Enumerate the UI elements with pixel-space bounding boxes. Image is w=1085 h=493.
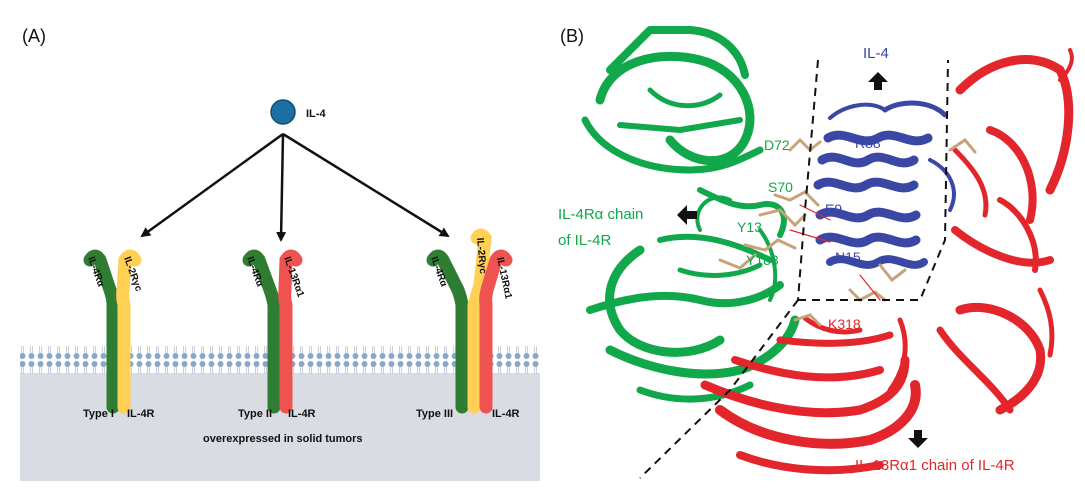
receptor-type-i: IL-4Rα IL-2Rγc Type I IL-4R (83, 249, 155, 420)
residue-s70: S70 (768, 179, 793, 195)
il4ra-direction-arrow-icon (677, 205, 697, 225)
il13ra1-direction-arrow-icon (908, 430, 928, 448)
type-iii-chain-label-2: IL-2Rγc (474, 237, 488, 274)
type-i-type-label: Type I (83, 408, 114, 420)
type-iii-chain-il13ra1 (479, 249, 513, 414)
panel-a-label: (A) (22, 26, 46, 46)
type-i-receptor-label: IL-4R (127, 408, 155, 420)
residue-y183: Y183 (746, 252, 779, 268)
il4ra-structure-label-line2: of IL-4R (558, 232, 612, 249)
il4-ligand-label: IL-4 (306, 108, 326, 120)
arrow-to-type-i (140, 132, 284, 238)
il4-structure-label: IL-4 (863, 45, 889, 62)
il4-ligand-circle (270, 99, 296, 125)
residue-n15: N15 (835, 249, 861, 265)
panel-a: (A) IL-4 IL-4Rα IL-2Rγc Type I IL-4R IL-… (20, 26, 540, 481)
type-ii-chain-il4ra (242, 249, 281, 414)
il4-structure (813, 100, 956, 269)
type-ii-receptor-label: IL-4R (288, 408, 316, 420)
residue-y13: Y13 (737, 219, 762, 235)
il13ra1-chain-structure (700, 48, 1074, 475)
residue-r88: R88 (855, 135, 881, 151)
arrow-to-type-ii (276, 133, 287, 242)
il13ra1-structure-label: IL-13Rα1 chain of IL-4R (855, 457, 1015, 474)
boundary-lines (639, 59, 949, 479)
type-i-chain-il4ra (83, 249, 120, 414)
panel-b-label: (B) (560, 26, 584, 46)
interface-residues (718, 137, 977, 327)
panel-b: (B) (558, 26, 1074, 479)
residue-d72: D72 (764, 137, 790, 153)
type-ii-type-label: Type II (238, 408, 272, 420)
il4-direction-arrow-icon (868, 72, 888, 90)
type-i-chain-il2rgc (116, 249, 142, 414)
type-iii-receptor-label: IL-4R (492, 408, 520, 420)
direction-arrows (677, 72, 928, 448)
type-iii-chain-il2rgc (467, 228, 492, 414)
residue-e9: E9 (825, 201, 842, 217)
receptor-type-ii: IL-4Rα IL-13Rα1 Type II IL-4R (238, 249, 316, 420)
type-ii-chain-il13ra1 (278, 249, 303, 414)
arrow-to-type-iii (282, 132, 450, 238)
type-iii-type-label: Type III (416, 408, 453, 420)
footnote-overexpressed: overexpressed in solid tumors (203, 433, 363, 445)
residue-k318: K318 (828, 316, 861, 332)
type-iii-chain-il4ra (426, 249, 469, 414)
il4ra-structure-label-line1: IL-4Rα chain (558, 206, 643, 223)
